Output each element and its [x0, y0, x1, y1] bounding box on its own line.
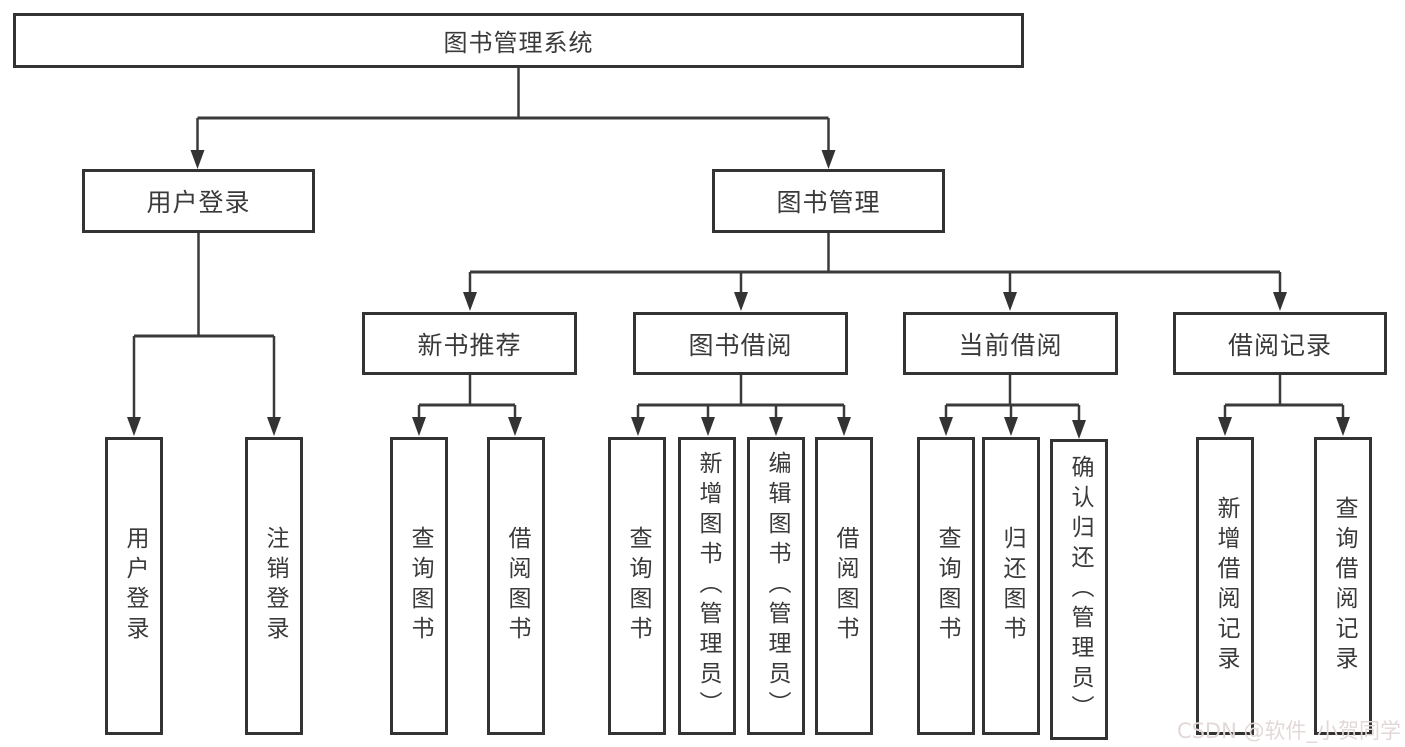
- book-borrowing-connectors: [631, 374, 851, 436]
- leaf-borrow-books: 借阅图书: [815, 437, 873, 735]
- leaf-user-login: 用户登录: [105, 437, 163, 735]
- node-new-book-recommendation: 新书推荐: [362, 312, 577, 375]
- root-connectors: [190, 66, 836, 169]
- leaf-add-book-admin: 新增图书（管理员）: [678, 437, 736, 735]
- borrowing-records-connectors: [1218, 374, 1350, 436]
- leaf-query-books-current: 查询图书: [917, 437, 975, 735]
- node-user-login: 用户登录: [82, 169, 315, 233]
- node-borrowing-records: 借阅记录: [1173, 312, 1387, 375]
- leaf-return-book: 归还图书: [982, 437, 1040, 735]
- node-book-management: 图书管理: [712, 169, 945, 233]
- leaf-query-books-recommend: 查询图书: [390, 437, 448, 735]
- leaf-edit-book-admin: 编辑图书（管理员）: [747, 437, 805, 735]
- current-borrowing-connectors: [939, 374, 1086, 439]
- book-management-connectors: [463, 231, 1287, 311]
- leaf-add-borrow-record: 新增借阅记录: [1196, 437, 1254, 735]
- csdn-watermark: CSDN @软件_小贺同学: [1176, 719, 1401, 743]
- user-login-connectors: [127, 231, 281, 436]
- leaf-borrow-books-recommend: 借阅图书: [487, 437, 545, 735]
- leaf-query-books-borrow: 查询图书: [608, 437, 666, 735]
- new-book-recommendation-connectors: [412, 374, 522, 436]
- node-book-borrowing: 图书借阅: [633, 312, 848, 375]
- node-current-borrowing: 当前借阅: [903, 312, 1118, 375]
- root-node: 图书管理系统: [13, 13, 1024, 68]
- leaf-logout: 注销登录: [245, 437, 303, 735]
- leaf-query-borrow-record: 查询借阅记录: [1314, 437, 1372, 735]
- leaf-confirm-return-admin: 确认归还（管理员）: [1050, 439, 1108, 740]
